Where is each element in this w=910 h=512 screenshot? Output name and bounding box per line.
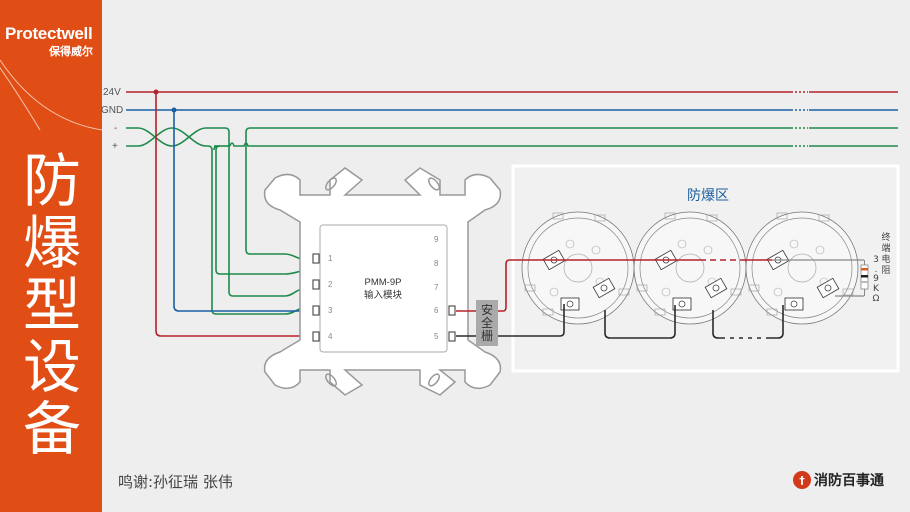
barrier-label-char: 全: [481, 315, 493, 330]
title-char: 防: [22, 147, 81, 215]
wire-barrier-red: [498, 259, 552, 312]
bus-label-minus: -: [114, 123, 117, 134]
terminal-label: 5: [434, 332, 439, 341]
terminal-screw-3: [312, 305, 320, 316]
detector-terminal: [784, 297, 804, 311]
svg-text:端: 端: [881, 242, 890, 254]
fire-helmet-icon: †: [793, 471, 811, 489]
terminal-label: 2: [328, 280, 333, 289]
detector-terminal: [704, 277, 728, 299]
wire-black-loop-1: [604, 305, 676, 339]
svg-text:.: .: [875, 265, 878, 275]
terminal-screw-4: [312, 331, 320, 342]
sidebar: Protectwell 保得威尔 防 爆 型 设 备: [0, 0, 102, 512]
detector-base: [633, 211, 747, 325]
terminal-label: 9: [434, 235, 439, 244]
terminal-label: 7: [434, 283, 439, 292]
terminal-screw-2: [312, 279, 320, 290]
terminal-screw-5: [448, 331, 456, 342]
left-terminals: 1 2 3 4: [312, 253, 333, 342]
detector-base: [521, 211, 635, 325]
terminal-label: 1: [328, 254, 333, 263]
end-of-line-resistor: [860, 260, 869, 296]
wire-barrier-black: [498, 304, 565, 337]
right-terminals: 9 8 7 6 5: [434, 235, 456, 342]
credits: 鸣谢:孙征瑞 张伟: [118, 473, 233, 491]
junction-dot: [171, 107, 177, 113]
title-char: 型: [22, 271, 81, 339]
detector-terminal: [816, 277, 840, 299]
title-char: 备: [22, 395, 81, 463]
bus-minus: [126, 127, 898, 297]
resistor-value: 3 . 9 K Ω: [873, 255, 880, 304]
barrier-label-char: 安: [481, 302, 493, 317]
detector-group: [521, 211, 859, 325]
bus-label-24v: 24V: [103, 87, 121, 98]
barrier-label-char: 栅: [481, 328, 493, 343]
brand-logo: Protectwell: [5, 24, 93, 43]
footer-logo: † 消防百事通: [793, 470, 884, 490]
decorative-arcs: [0, 59, 102, 131]
svg-text:终: 终: [881, 231, 890, 243]
svg-text:3: 3: [873, 255, 879, 265]
svg-text:Ω: Ω: [873, 294, 880, 304]
terminal-label: 3: [328, 306, 333, 315]
junction-dot: [153, 89, 159, 95]
zone-title: 防爆区: [687, 188, 729, 204]
terminal-label: 6: [434, 306, 439, 315]
wire-24v-drop: [155, 92, 302, 337]
wire-gnd-drop: [173, 110, 302, 312]
bus-label-plus: +: [112, 141, 118, 152]
svg-text:电: 电: [881, 253, 890, 265]
bus-label-gnd: GND: [101, 105, 123, 116]
bus-plus: [206, 142, 898, 315]
terminal-screw-6: [448, 305, 456, 316]
detector-terminal: [672, 297, 692, 311]
svg-text:K: K: [873, 284, 880, 294]
module-body: [319, 224, 448, 353]
detector-terminal: [560, 297, 580, 311]
terminal-label: 8: [434, 259, 439, 268]
module-name: 输入模块: [364, 289, 403, 301]
detector-base: [745, 211, 859, 325]
terminal-screw-1: [312, 253, 320, 264]
svg-text:阻: 阻: [881, 265, 890, 276]
resistor-label: 终 端 电 阻: [881, 231, 890, 276]
title-char: 爆: [22, 209, 81, 277]
detector-terminal: [592, 277, 616, 299]
safety-barrier: [476, 300, 498, 346]
terminal-label: 4: [328, 332, 333, 341]
brand-logo-cn: 保得威尔: [49, 45, 93, 58]
title-char: 设: [22, 333, 81, 401]
module-model: PMM-9P: [365, 277, 402, 288]
svg-text:9: 9: [873, 274, 879, 284]
footer-logo-text: 消防百事通: [814, 473, 884, 489]
page-title: 防 爆 型 设 备: [14, 150, 90, 460]
